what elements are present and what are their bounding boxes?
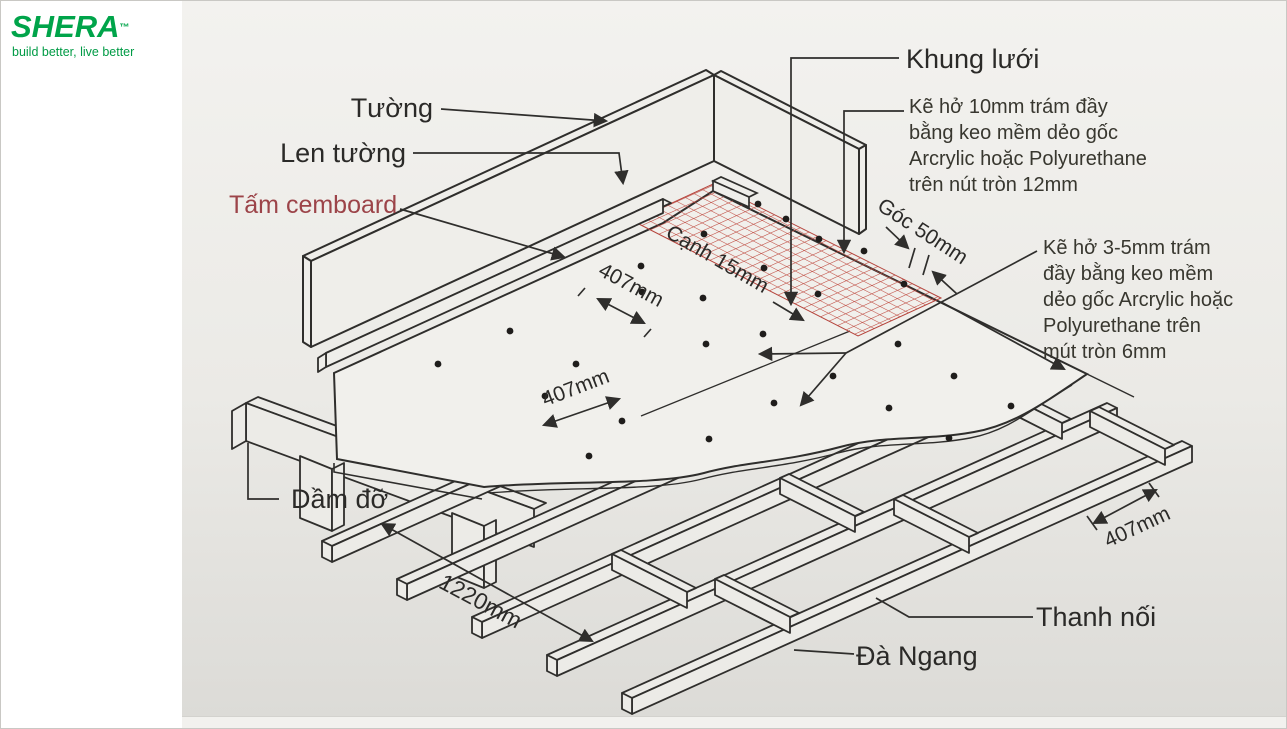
- label-mesh-frame: Khung lưới: [906, 44, 1039, 74]
- leader-skirting: [413, 152, 629, 186]
- mesh-corner-piece: [711, 176, 759, 209]
- note-line: Kẽ hở 10mm trám đầy: [909, 96, 1108, 118]
- leader-gap-3-5mm-b: [799, 352, 847, 407]
- note-line: mút tròn 6mm: [1043, 341, 1166, 363]
- panel-thickness-edge: [333, 463, 483, 500]
- note-line: đầy bằng keo mềm: [1043, 262, 1213, 285]
- label-support-beam: Dầm đỡ: [291, 484, 388, 514]
- label-wall: Tường: [351, 93, 433, 123]
- dimension-annotations: [380, 226, 1160, 643]
- leader-wall: [440, 108, 609, 128]
- note-line: trên nút tròn 12mm: [909, 174, 1078, 196]
- cemboard-panel-surface: [332, 189, 1089, 489]
- label-skirting: Len tường: [280, 138, 406, 168]
- label-cemboard: Tấm cemboard: [229, 191, 397, 219]
- leader-mesh-frame: [783, 57, 899, 307]
- installation-diagram: Tường Len tường Tấm cemboard Khung lưới …: [229, 44, 1233, 715]
- panel-break-line: [489, 384, 1073, 494]
- trademark-mark: ™: [119, 22, 130, 34]
- right-wall: [713, 70, 867, 235]
- brand-sidebar: SHERA™ build better, live better: [1, 1, 182, 728]
- leader-connector: [875, 597, 1033, 618]
- connector-bar: [893, 494, 979, 554]
- note-line: Arcrylic hoặc Polyurethane: [909, 148, 1147, 170]
- connector-bar: [714, 574, 800, 634]
- dimension-407-top: [577, 287, 652, 338]
- dimension-407-right: [1086, 482, 1160, 531]
- leader-gap-3-5mm-c: [940, 301, 1066, 371]
- dim-corner-50-text: Góc 50mm: [873, 194, 972, 269]
- screw-points: [434, 200, 1015, 460]
- leader-lines: [247, 57, 1066, 655]
- shera-logo: SHERA™: [11, 9, 130, 45]
- walls: [302, 69, 867, 348]
- leader-gap-10mm: [836, 110, 904, 255]
- note-gap-3-5mm: Kẽ hở 3-5mm trám đầy bằng keo mềm dẻo gố…: [1043, 237, 1233, 363]
- dimension-1220: [380, 522, 594, 643]
- dimension-407-mid: [541, 396, 622, 428]
- leader-gap-3-5mm-a: [757, 346, 847, 362]
- note-gap-10mm: Kẽ hở 10mm trám đầy bằng keo mềm dẻo gốc…: [909, 96, 1147, 196]
- connector-bar: [611, 549, 697, 609]
- dim-407-right-text: 407mm: [1101, 502, 1174, 552]
- connector-bar: [779, 473, 865, 533]
- cross-beam: [621, 440, 1193, 715]
- leader-cross-beam: [793, 649, 855, 655]
- label-cross-beam: Đà Ngang: [856, 641, 978, 671]
- photo-bottom-strip: [182, 716, 1286, 728]
- note-line: Kẽ hở 3-5mm trám: [1043, 237, 1211, 259]
- leader-cemboard: [399, 208, 567, 261]
- label-connector: Thanh nối: [1036, 602, 1156, 632]
- brand-tagline: build better, live better: [12, 45, 135, 59]
- note-line: dẻo gốc Arcrylic hoặc: [1043, 289, 1233, 311]
- note-line: Polyurethane trên: [1043, 315, 1201, 337]
- left-wall: [302, 69, 715, 348]
- reinforcing-mesh: [631, 176, 943, 337]
- shera-logo-text: SHERA: [11, 9, 120, 44]
- cemboard-panel: [332, 189, 1135, 500]
- diagram-canvas: Tường Len tường Tấm cemboard Khung lưới …: [182, 1, 1286, 716]
- leader-support-beam: [247, 443, 279, 500]
- panel-edge-extension: [1086, 373, 1135, 398]
- note-line: bằng keo mềm dẻo gốc: [909, 121, 1118, 144]
- dimension-corner-50: [885, 226, 958, 295]
- panel-seam: [640, 330, 851, 417]
- connector-bar: [1089, 406, 1175, 466]
- dimension-edge-15: [772, 301, 805, 322]
